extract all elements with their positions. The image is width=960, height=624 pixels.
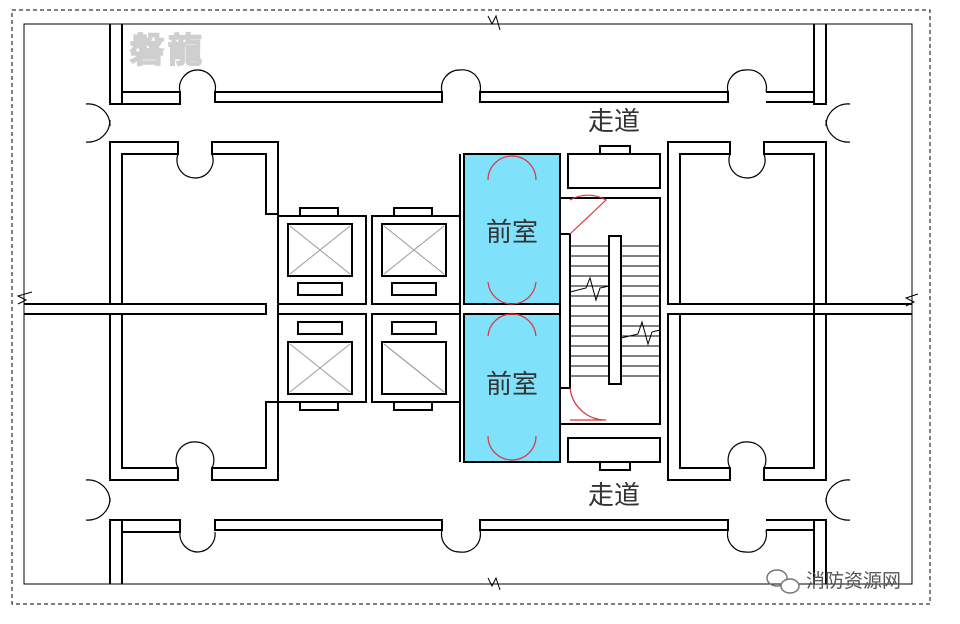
- elevator-car-1: [287, 223, 353, 296]
- anteroom-doors: [487, 155, 607, 461]
- anteroom-label-top: 前室: [486, 218, 538, 248]
- break-mark-top: [487, 14, 501, 31]
- wechat-icon: [766, 569, 800, 594]
- anteroom-bottom: [463, 313, 561, 463]
- break-mark-bottom: [487, 576, 501, 591]
- elevator-core: [277, 207, 461, 411]
- building-walls: [24, 24, 912, 584]
- watermark-source: 消防资源网: [766, 569, 901, 594]
- corridor-label-top: 走道: [588, 107, 640, 137]
- corridor-label-bottom: 走道: [588, 481, 640, 511]
- corridor-doors: [85, 69, 851, 553]
- watermark-logo: 磐龍: [130, 31, 206, 71]
- anteroom-top: [463, 153, 561, 305]
- break-mark-left: [16, 291, 33, 305]
- svg-text:消防资源网: 消防资源网: [806, 570, 901, 592]
- elevator-car-2: [381, 223, 447, 296]
- elevator-car-3: [287, 321, 353, 395]
- anteroom-label-bottom: 前室: [486, 370, 538, 400]
- outer-dashed-boundary: [11, 9, 931, 605]
- elevator-car-4: [381, 321, 447, 395]
- stairwell: [559, 145, 661, 471]
